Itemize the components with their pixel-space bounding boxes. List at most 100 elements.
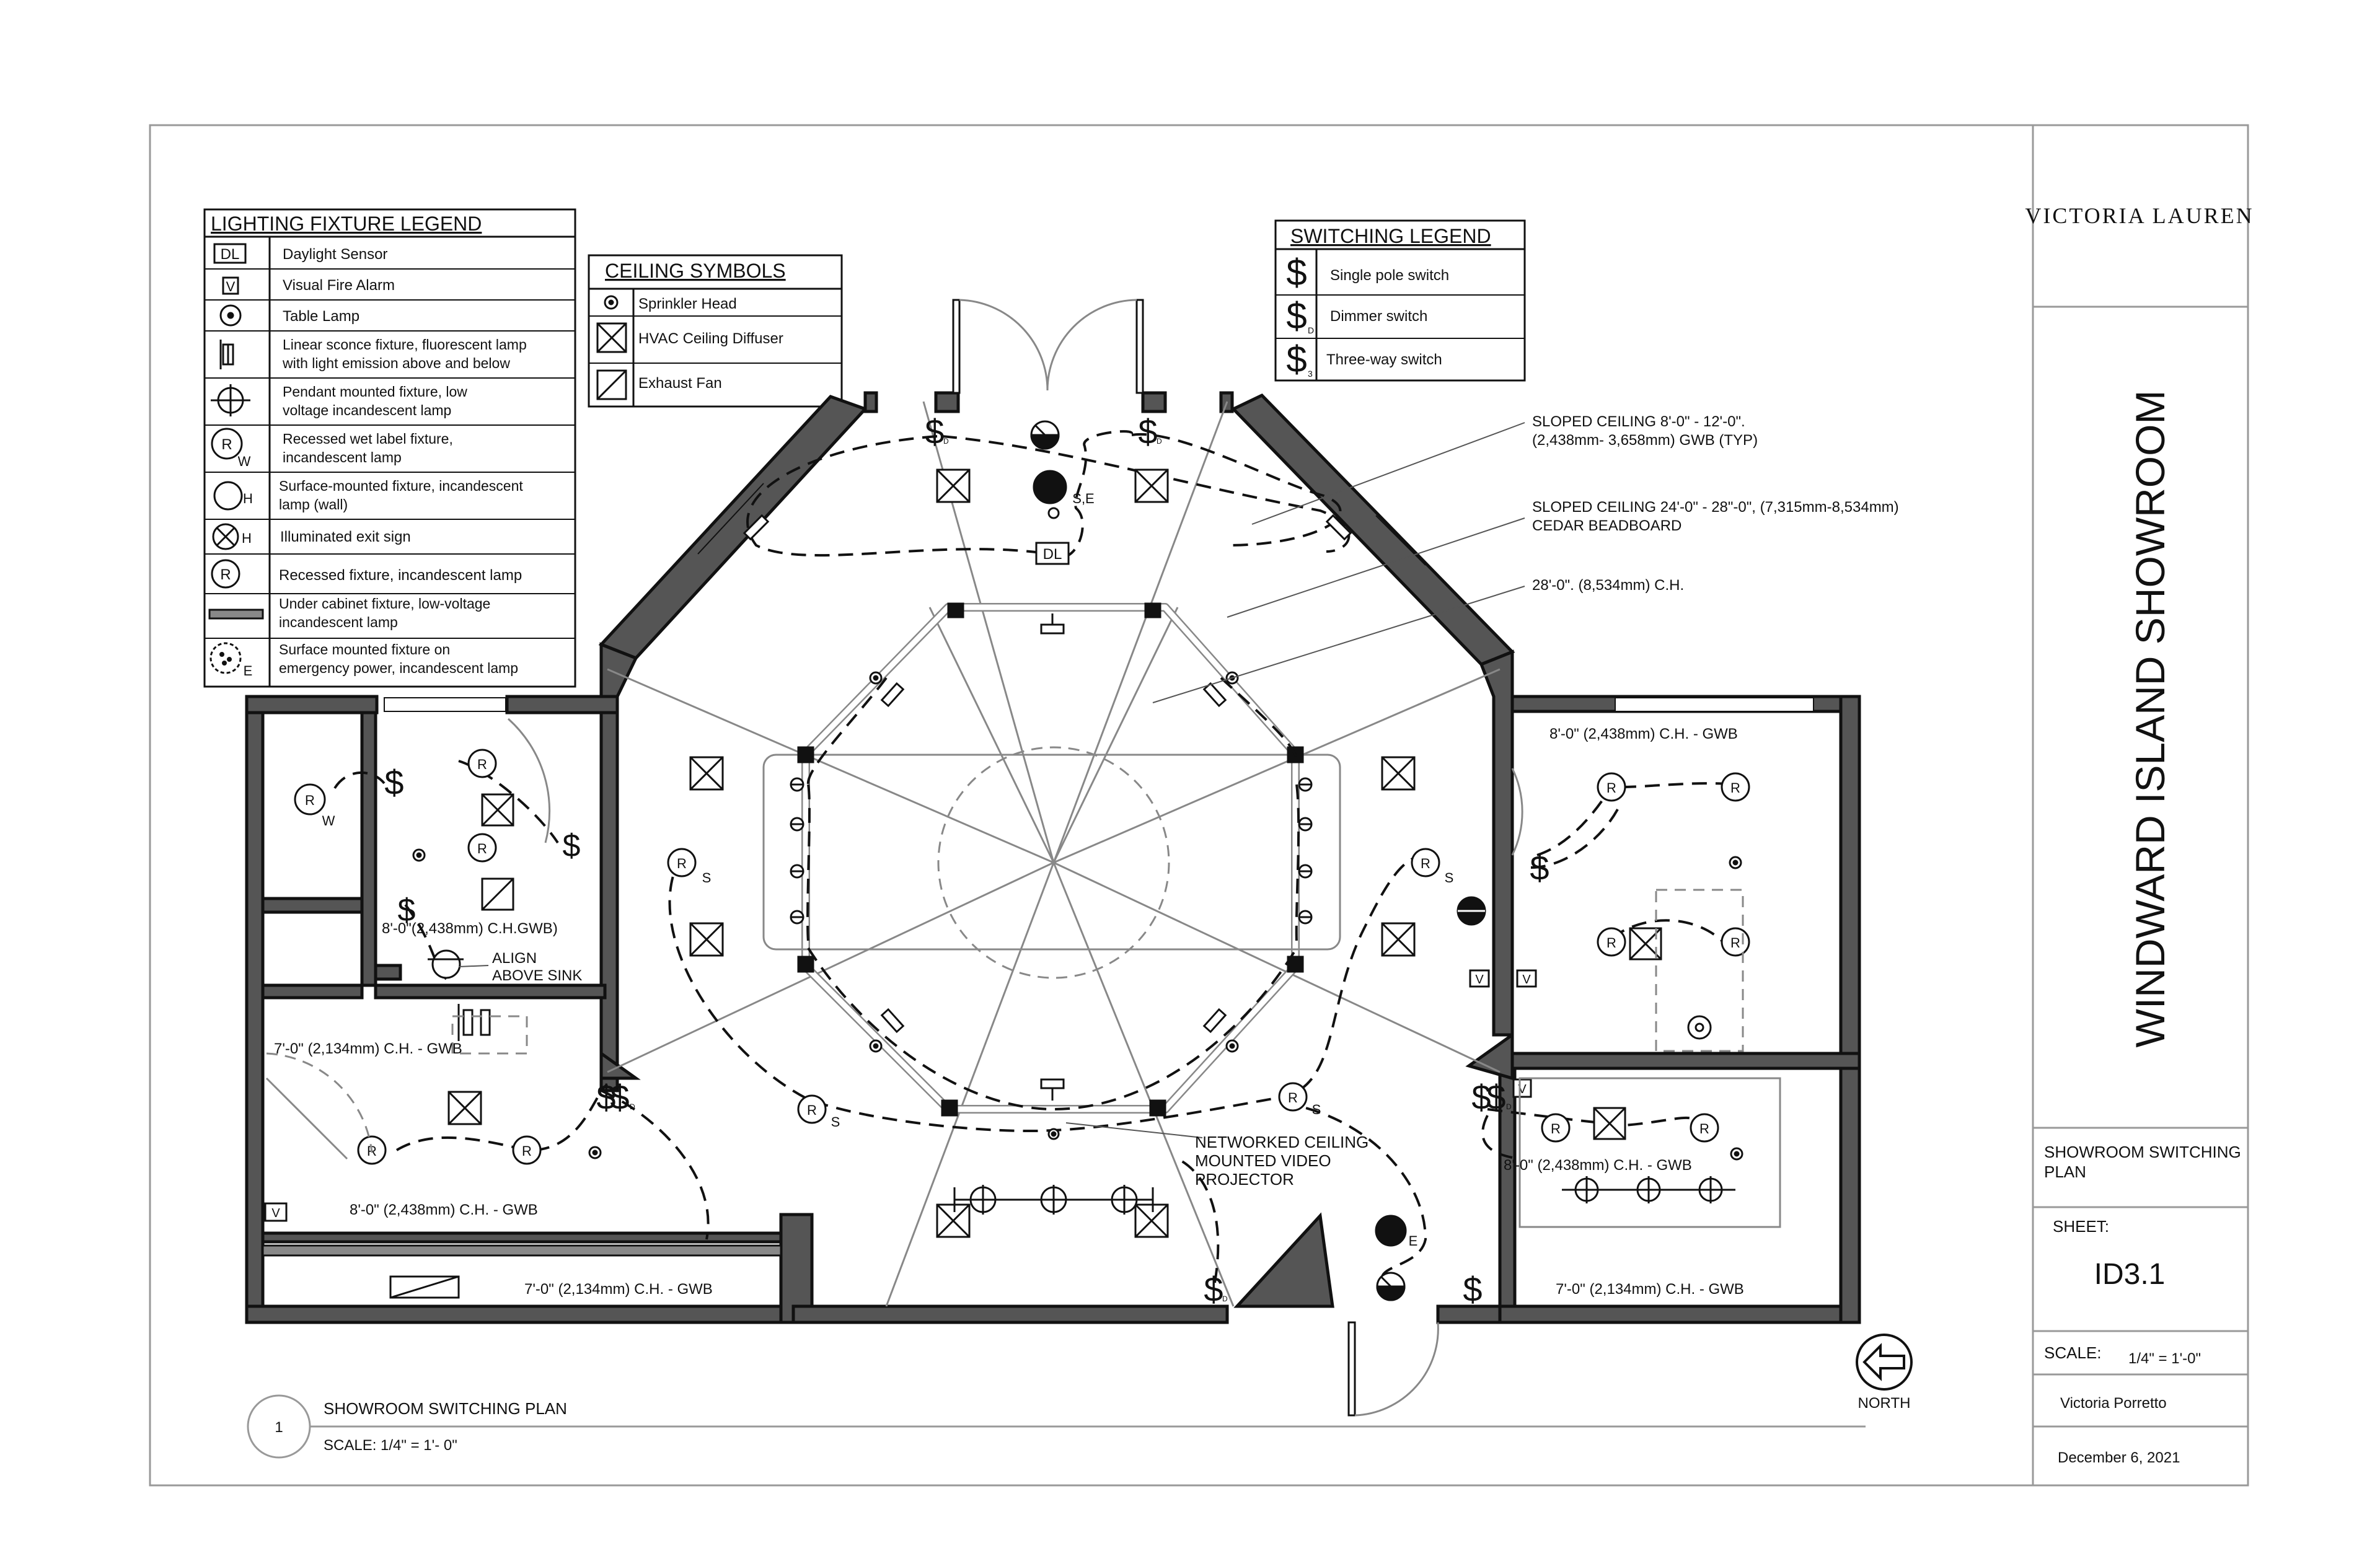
ceiling-height-label: 8'-0" (2,438mm) C.H. - GWB bbox=[1504, 1157, 1692, 1174]
switching-legend-title: SWITCHING LEGEND bbox=[1290, 225, 1491, 247]
project-title: WINDWARD ISLAND SHOWROOM bbox=[2127, 390, 2173, 1048]
single-pole-switch-icon: $ bbox=[1463, 1270, 1482, 1309]
svg-text:H: H bbox=[243, 491, 253, 506]
svg-text:R: R bbox=[1606, 935, 1616, 951]
callout-projector: PROJECTOR bbox=[1195, 1170, 1294, 1189]
callout-sloped-ceiling-1: SLOPED CEILING 8'-0" - 12'-0". bbox=[1532, 413, 1745, 430]
svg-text:R: R bbox=[677, 856, 687, 871]
svg-text:R: R bbox=[305, 793, 315, 808]
svg-text:S: S bbox=[702, 870, 712, 886]
recessed-sensor-fixture-icon: RS bbox=[797, 1094, 840, 1130]
recessed-fixture-icon: R bbox=[1597, 927, 1626, 957]
recessed-wet-label-icon: RW bbox=[294, 783, 335, 829]
callout-align: ALIGN bbox=[492, 950, 537, 967]
svg-text:R: R bbox=[221, 436, 232, 453]
svg-text:V: V bbox=[1475, 973, 1484, 987]
visual-fire-alarm-icon: V bbox=[1469, 969, 1490, 988]
table-lamp-icon bbox=[869, 671, 883, 685]
svg-text:D: D bbox=[1506, 1102, 1512, 1111]
svg-text:V: V bbox=[226, 279, 236, 294]
sprinkler-head-icon bbox=[790, 817, 804, 832]
table-lamp-icon bbox=[869, 1039, 883, 1053]
sprinkler-head-icon bbox=[1047, 1128, 1060, 1140]
switching-legend-label: Three-way switch bbox=[1326, 351, 1442, 368]
hvac-diffuser-icon bbox=[936, 468, 971, 503]
drawing-number: 1 bbox=[275, 1419, 283, 1436]
svg-text:R: R bbox=[477, 757, 487, 772]
legend-item-label: incandescent lamp bbox=[279, 614, 398, 630]
svg-text:R: R bbox=[522, 1143, 532, 1159]
linear-sconce-icon bbox=[1325, 514, 1352, 541]
exhaust-fan-icon bbox=[481, 877, 514, 911]
sprinkler-head-icon bbox=[790, 864, 804, 879]
recessed-fixture-icon: R bbox=[512, 1135, 542, 1165]
callout-projector: NETWORKED CEILING bbox=[1195, 1133, 1368, 1151]
table-lamp-icon bbox=[219, 304, 242, 327]
svg-text:$: $ bbox=[398, 892, 416, 928]
drawing-scale: SCALE: 1/4" = 1'- 0" bbox=[324, 1437, 457, 1454]
legend-item-label: Visual Fire Alarm bbox=[283, 277, 395, 294]
surface-mounted-wall-icon: H bbox=[213, 481, 253, 511]
legend-item-label: with light emission above and below bbox=[282, 355, 510, 371]
dimmer-switch-icon: $D bbox=[1204, 1270, 1228, 1309]
recessed-sensor-fixture-icon: RS bbox=[1411, 848, 1453, 886]
hvac-diffuser-icon bbox=[1134, 468, 1169, 503]
video-projector-icon bbox=[1040, 1078, 1065, 1101]
svg-text:DL: DL bbox=[1043, 546, 1062, 563]
dimmer-switch-icon: $D bbox=[1138, 412, 1162, 451]
cabinet-outline bbox=[451, 1015, 528, 1055]
three-way-switch-icon: $3 bbox=[1286, 338, 1313, 380]
ceiling-legend-label: Exhaust Fan bbox=[638, 375, 722, 392]
visual-fire-alarm-icon: V bbox=[1516, 969, 1537, 988]
center-ceiling-circle bbox=[937, 746, 1170, 979]
exhaust-fan-icon bbox=[596, 369, 627, 400]
exit-sign-icon bbox=[1376, 1272, 1406, 1301]
table-lamp-icon bbox=[1687, 1015, 1712, 1040]
exit-sign-icon bbox=[1457, 896, 1486, 926]
sprinkler-head-icon bbox=[1730, 1147, 1743, 1161]
single-pole-switch-icon: $ bbox=[384, 763, 403, 802]
bottom-door bbox=[1347, 1321, 1439, 1417]
sprinkler-head-icon bbox=[1298, 910, 1313, 925]
svg-text:D: D bbox=[1308, 325, 1314, 335]
single-pole-switch-icon: $ bbox=[1530, 848, 1549, 887]
hvac-diffuser-icon bbox=[1134, 1203, 1169, 1238]
surface-mounted-wall-icon bbox=[428, 949, 464, 979]
exit-sign-icon: H bbox=[212, 523, 252, 550]
door-swing bbox=[265, 1077, 348, 1160]
sprinkler-head-icon bbox=[790, 777, 804, 792]
svg-text:DL: DL bbox=[221, 246, 240, 263]
daylight-sensor-icon: DL bbox=[1035, 542, 1070, 565]
visual-fire-alarm-icon: V bbox=[264, 1202, 288, 1222]
linear-sconce-icon bbox=[1202, 1008, 1227, 1034]
sprinkler-head-icon bbox=[1298, 864, 1313, 879]
svg-text:$: $ bbox=[610, 1078, 629, 1117]
svg-text:$: $ bbox=[1486, 1078, 1505, 1117]
scale-value: 1/4" = 1'-0" bbox=[2128, 1350, 2201, 1367]
svg-text:R: R bbox=[807, 1102, 817, 1118]
svg-text:3: 3 bbox=[1308, 369, 1313, 379]
legend-item-label: Pendant mounted fixture, low bbox=[283, 384, 467, 400]
svg-text:R: R bbox=[1551, 1121, 1561, 1136]
hvac-diffuser-icon bbox=[689, 756, 724, 791]
switching-legend bbox=[1274, 219, 1526, 382]
designer-name: Victoria Porretto bbox=[2060, 1395, 2167, 1412]
scale-label: SCALE: bbox=[2044, 1343, 2102, 1362]
sheet-border bbox=[149, 124, 2249, 1487]
tv-screen bbox=[390, 1275, 459, 1299]
sheet-label: SHEET: bbox=[2053, 1217, 2109, 1236]
legend-item-label: lamp (wall) bbox=[279, 496, 348, 512]
callout-center-height: 28'-0". (8,534mm) C.H. bbox=[1532, 577, 1684, 594]
exit-sign-icon bbox=[1030, 420, 1060, 450]
svg-text:$: $ bbox=[563, 828, 581, 864]
counter-outline bbox=[262, 1245, 782, 1307]
sheet-title-line: SHOWROOM SWITCHING bbox=[2044, 1143, 2241, 1161]
drawing-title: SHOWROOM SWITCHING PLAN bbox=[324, 1399, 567, 1418]
firm-name: VICTORIA LAUREN bbox=[2025, 203, 2254, 228]
callout-align: ABOVE SINK bbox=[492, 967, 582, 984]
switch-legs bbox=[333, 430, 1736, 1290]
sprinkler-head-icon bbox=[604, 295, 619, 310]
recessed-fixture-icon: R bbox=[1721, 772, 1750, 802]
